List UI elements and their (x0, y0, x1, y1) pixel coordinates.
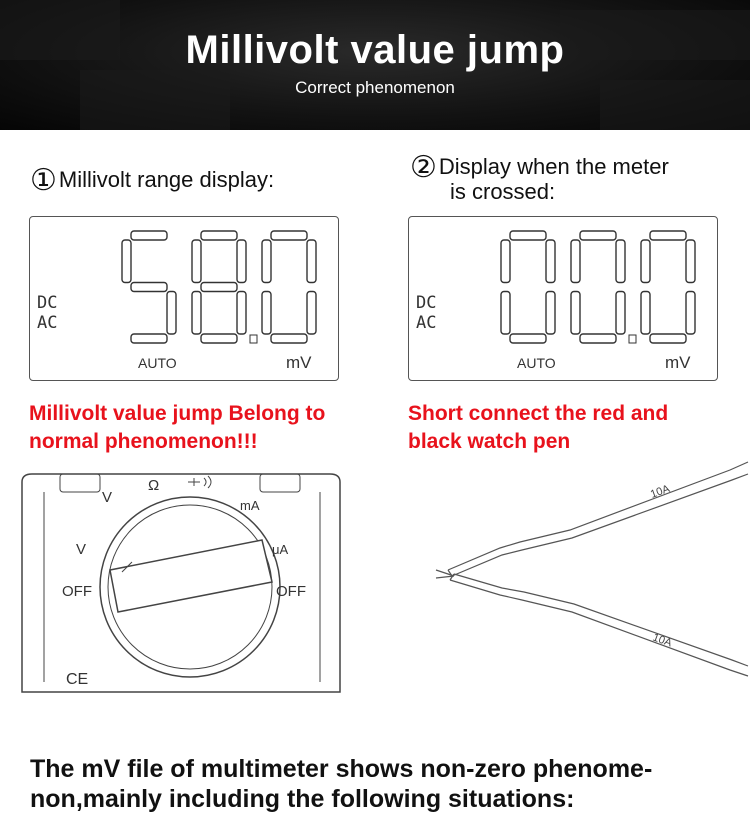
footer-text: The mV file of multimeter shows non-zero… (30, 754, 730, 814)
lcd-digit (500, 230, 556, 344)
ce-mark: CE (66, 671, 88, 688)
left-caption-text: Millivolt range display: (58, 167, 275, 192)
left-note-line1: Millivolt value jump Belong to (29, 402, 326, 425)
lcd-segment-d (579, 333, 617, 344)
lcd-segment-a (130, 230, 168, 241)
unit-label: mV (665, 353, 691, 372)
multimeter-dial-illustration: V Ω mA V μA OFF OFF CE (21, 473, 341, 693)
lcd-digit (570, 230, 626, 344)
probe-bottom-rating: 10A (651, 632, 674, 650)
lcd-segment-b (236, 239, 247, 284)
lcd-segment-e (640, 290, 651, 335)
lcd-segment-d (649, 333, 687, 344)
lcd-segment-e (500, 290, 511, 335)
header-banner: Millivolt value jump Correct phenomenon (0, 0, 750, 130)
off-label-right: OFF (276, 583, 306, 600)
page-subtitle: Correct phenomenon (295, 78, 455, 97)
page-title: Millivolt value jump (185, 28, 565, 72)
lcd-segment-g (200, 281, 238, 293)
lcd-digit (191, 230, 247, 344)
ma-label: mA (240, 498, 260, 513)
left-note: Millivolt value jump Belong to normal ph… (29, 400, 325, 456)
ohm-label: Ω (148, 477, 159, 494)
lcd-segment-f (570, 239, 581, 284)
ac-indicator: AC (416, 313, 437, 333)
lcd-decimal-point (249, 334, 258, 344)
lcd-segment-a (270, 230, 308, 241)
right-caption-line2: is crossed: (450, 179, 556, 204)
lcd-digit (640, 230, 696, 344)
lcd-segment-c (166, 290, 177, 335)
lcd-segment-d (130, 333, 168, 344)
lcd-digit (121, 230, 177, 344)
lcd-digits-right (500, 230, 696, 344)
ua-label: μA (272, 542, 288, 557)
lcd-segment-f (640, 239, 651, 284)
lcd-segment-c (685, 290, 696, 335)
footer-line1: The mV file of multimeter shows non-zero… (30, 755, 653, 783)
right-note-line2: black watch pen (408, 430, 571, 453)
lcd-segment-b (545, 239, 556, 284)
lcd-segment-a (200, 230, 238, 241)
lcd-segment-c (236, 290, 247, 335)
lcd-segment-a (509, 230, 547, 241)
lcd-segment-b (685, 239, 696, 284)
lcd-segment-e (570, 290, 581, 335)
footer-line2: non,mainly including the following situa… (30, 785, 575, 813)
lcd-segment-a (649, 230, 687, 241)
right-caption: ②Display when the meter is crossed: (410, 153, 669, 204)
lcd-segment-f (500, 239, 511, 284)
bg-tile (560, 10, 750, 60)
auto-indicator: AUTO (517, 355, 556, 371)
auto-indicator: AUTO (138, 355, 177, 371)
lcd-segment-c (615, 290, 626, 335)
lcd-digit (261, 230, 317, 344)
lcd-segment-d (509, 333, 547, 344)
dc-indicator: DC (416, 293, 437, 313)
lcd-segment-d (200, 333, 238, 344)
lcd-display-left: DC AC AUTO mV (29, 216, 339, 381)
left-caption: ①Millivolt range display: (30, 166, 275, 196)
right-caption-line1: Display when the meter (438, 154, 669, 179)
ac-volt-label: V (102, 489, 112, 506)
lcd-segment-b (615, 239, 626, 284)
right-note: Short connect the red and black watch pe… (408, 400, 668, 456)
lcd-digits-left (121, 230, 317, 344)
lcd-segment-g (130, 281, 168, 293)
step-number-2: ② (410, 151, 437, 184)
bg-tile (600, 80, 750, 130)
off-label-left: OFF (62, 583, 92, 600)
lcd-segment-f (121, 239, 132, 284)
lcd-segment-b (306, 239, 317, 284)
lcd-segment-e (191, 290, 202, 335)
bg-tile (0, 0, 120, 60)
lcd-segment-d (270, 333, 308, 344)
lcd-display-right: DC AC AUTO mV (408, 216, 718, 381)
buzzer-icon (188, 475, 212, 489)
test-probes-illustration: 10A 10A (435, 461, 749, 677)
step-number-1: ① (30, 164, 57, 197)
ac-indicator: AC (37, 313, 58, 333)
lcd-segment-c (306, 290, 317, 335)
right-note-line1: Short connect the red and (408, 402, 669, 425)
lcd-segment-f (261, 239, 272, 284)
lcd-segment-a (579, 230, 617, 241)
lcd-decimal-point (628, 334, 637, 344)
lcd-segment-f (191, 239, 202, 284)
unit-label: mV (286, 353, 312, 372)
dc-volt-label: V (76, 541, 86, 558)
left-note-line2: normal phenomenon!!! (29, 430, 258, 453)
lcd-segment-e (261, 290, 272, 335)
lcd-segment-c (545, 290, 556, 335)
bg-tile (80, 70, 230, 130)
dc-indicator: DC (37, 293, 58, 313)
probe-top-rating: 10A (649, 483, 672, 501)
